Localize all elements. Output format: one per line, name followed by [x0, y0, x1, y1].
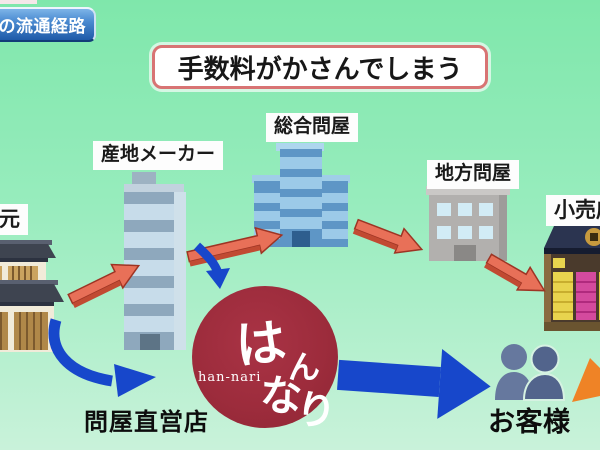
node-label-sanchi-maker: 産地メーカー — [93, 141, 224, 170]
top-edge-sliver — [0, 0, 37, 4]
corner-banner: の流通経路 — [0, 7, 96, 42]
logo-char-ha: は — [233, 314, 289, 375]
node-label-kouriten: 小売店 — [546, 195, 600, 227]
arrow-kuramoto-to-direct-store — [48, 318, 156, 397]
node-label-sogo-tonya: 総合問屋 — [266, 113, 359, 142]
customers-icon — [495, 344, 566, 401]
headline-text: 手数料がかさんでしまう — [177, 53, 463, 84]
hannari-logo: は ん な り han-nari — [192, 286, 338, 428]
edge-arrow-orange — [572, 358, 600, 402]
logo-char-ri: り — [293, 387, 338, 428]
banner-label: の流通経路 — [0, 17, 86, 36]
regional-wholesaler-building-illustration — [426, 186, 510, 261]
node-label-kuramoto: 蔵元 — [0, 204, 28, 236]
hannari-logo-text: は ん な り han-nari — [198, 314, 338, 428]
arrow-chiho-to-kouriten — [484, 253, 546, 292]
logo-char-na: な — [258, 371, 303, 421]
arrow-kuramoto-to-maker — [67, 263, 141, 308]
headline-box: 手数料がかさんでしまう — [152, 45, 488, 89]
brewery-building-illustration — [0, 240, 64, 352]
arrow-maker-to-logo — [193, 242, 230, 289]
logo-romaji: han-nari — [198, 370, 261, 385]
direct-to-customer-arrow — [337, 349, 491, 419]
arrow-sogo-to-chiho — [352, 218, 424, 254]
logo-char-n: ん — [288, 349, 320, 385]
customers-label: お客様 — [488, 407, 571, 437]
node-label-chiho-tonya: 地方問屋 — [427, 160, 520, 189]
retail-shop-building-illustration — [544, 226, 600, 331]
direct-store-label: 問屋直営店 — [84, 409, 209, 436]
